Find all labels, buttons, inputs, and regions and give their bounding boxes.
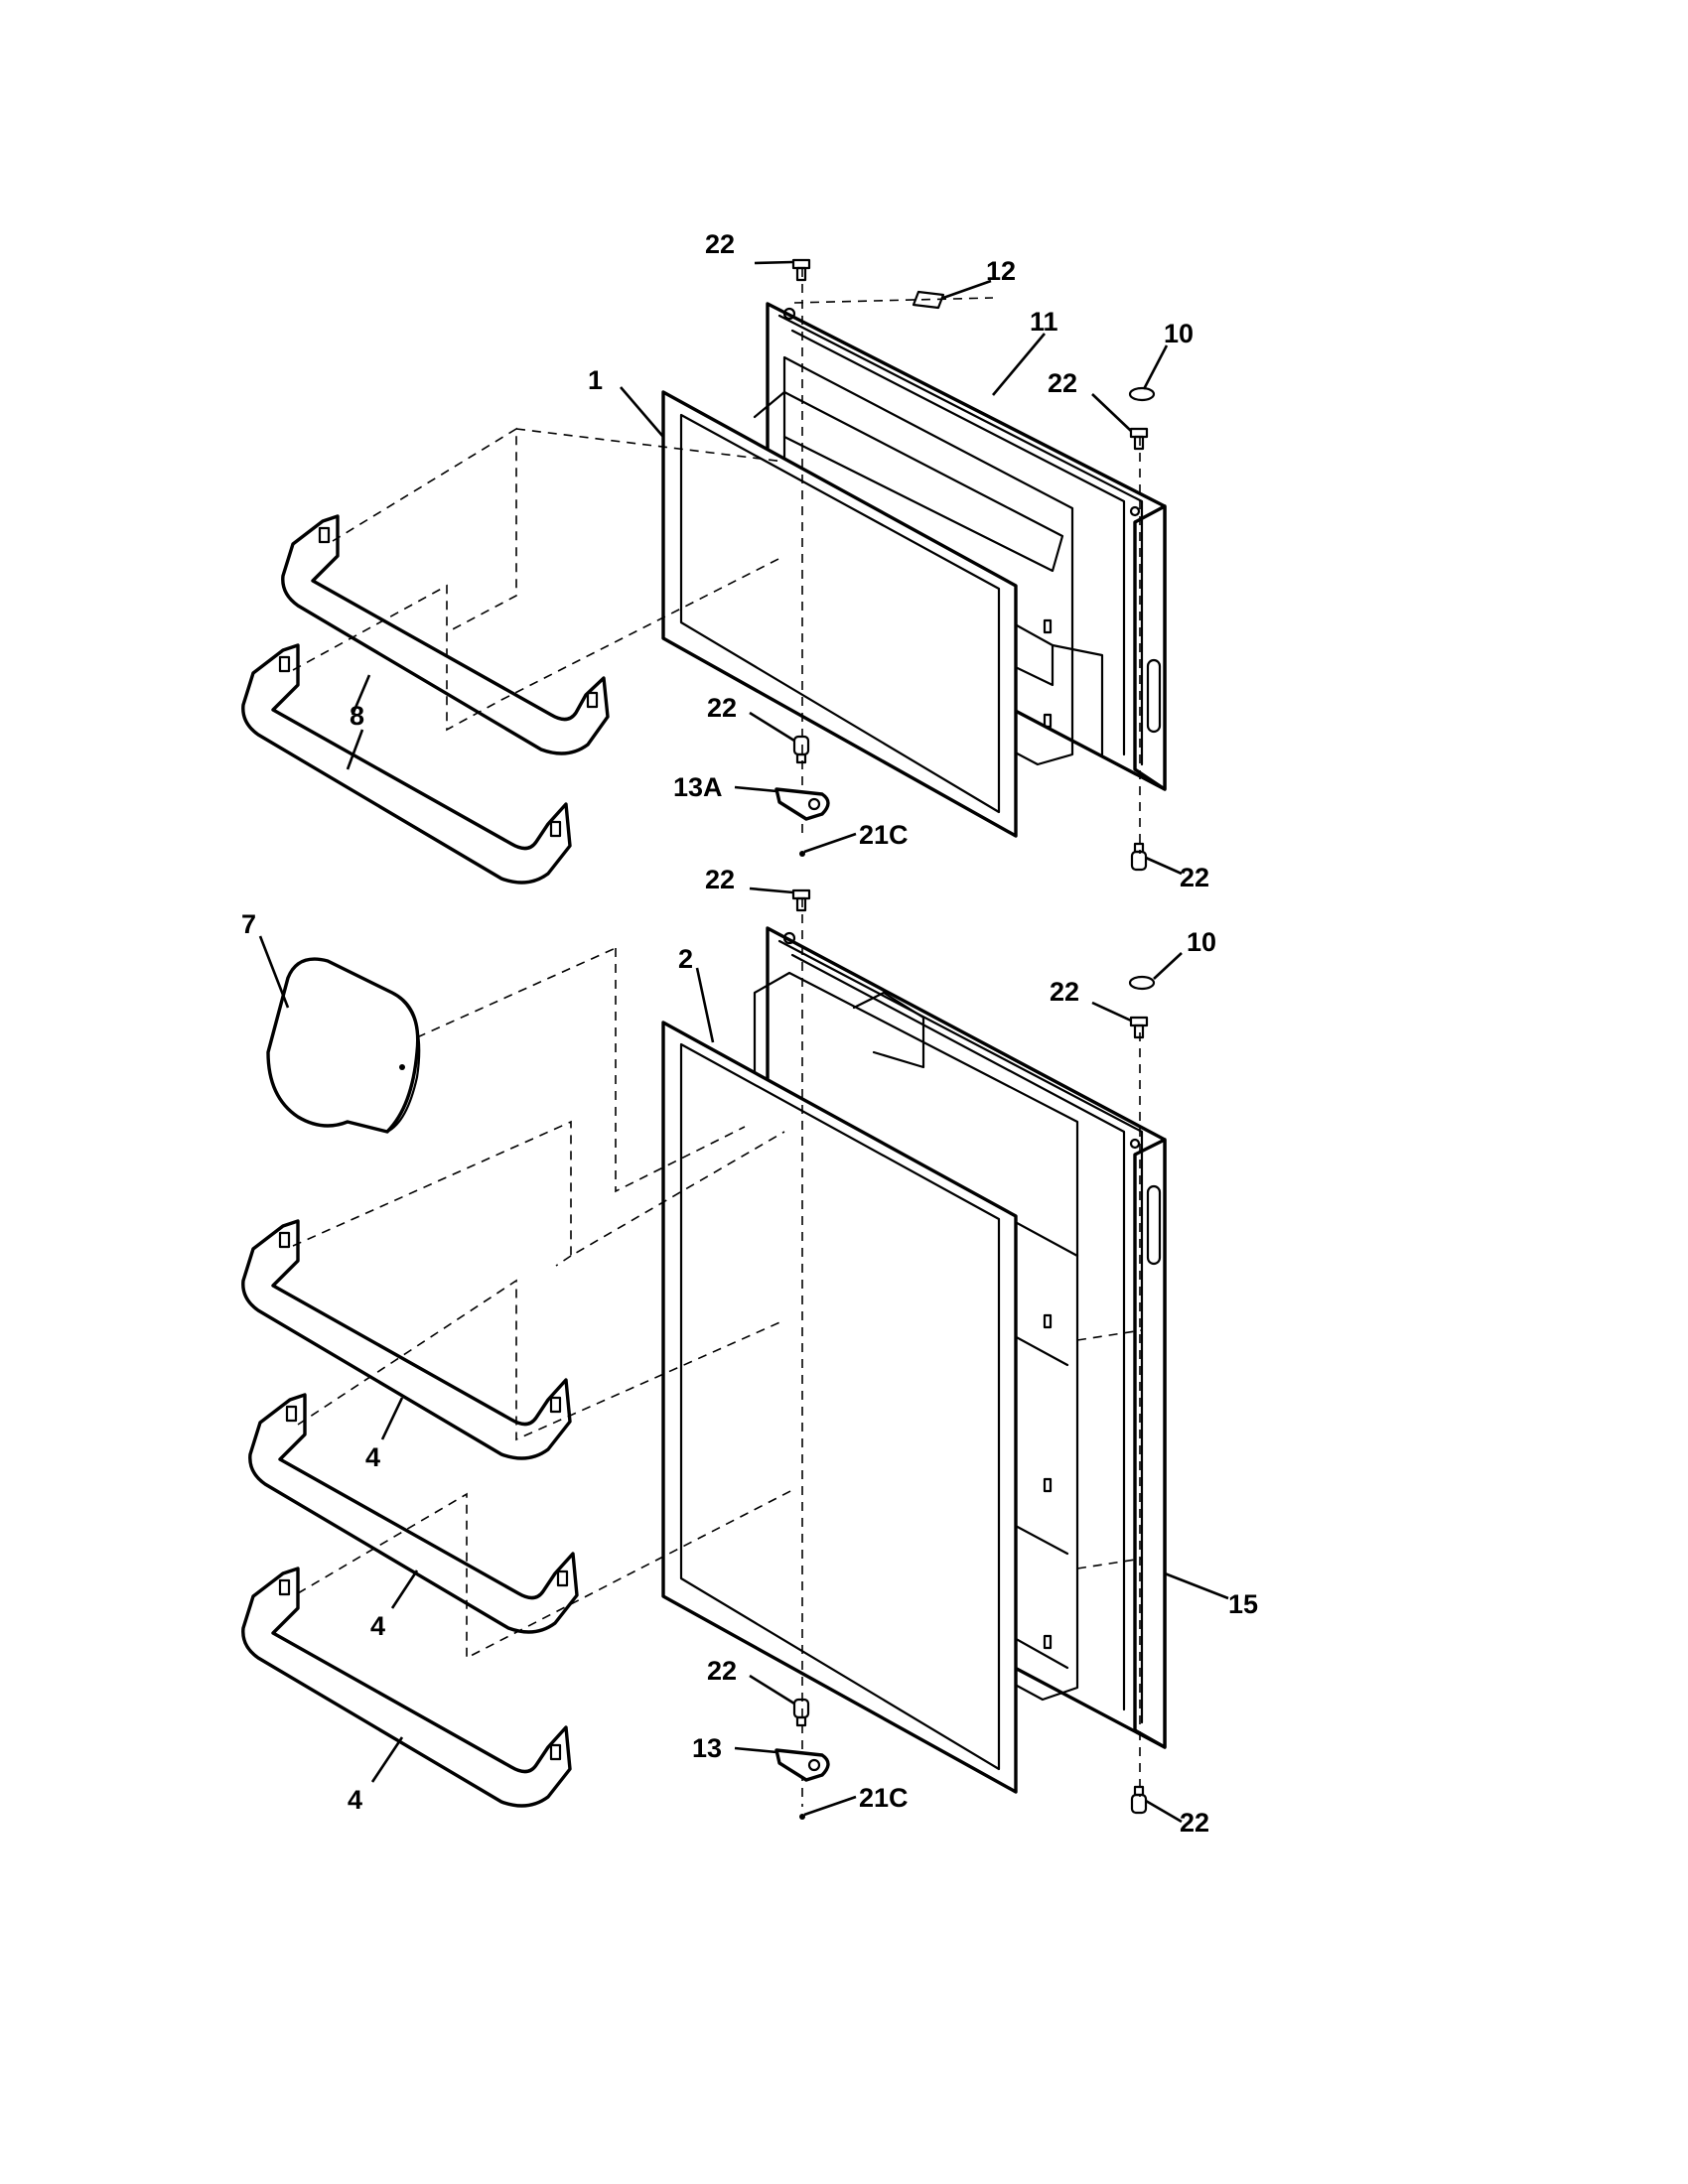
freezer-shelf-upper (281, 514, 610, 755)
callout-8: 8 (350, 701, 364, 731)
freezer-door-gasket (661, 390, 1018, 838)
fresh-food-door-assembly (241, 898, 1167, 1808)
door-shelf-3 (241, 1567, 572, 1808)
screw-22-fresh-top-left (791, 888, 811, 912)
callout-15: 15 (1228, 1589, 1258, 1619)
callout-22-freezer-hinge: 22 (707, 693, 737, 723)
screw-22-freezer-hinge (792, 735, 810, 764)
freezer-shelf-lower (241, 643, 572, 885)
callout-13: 13 (692, 1733, 722, 1763)
callout-22-freezer-bottom-right: 22 (1180, 863, 1209, 892)
callout-10-upper: 10 (1164, 319, 1194, 348)
callout-2: 2 (678, 944, 693, 974)
callout-11: 11 (1030, 307, 1058, 337)
callout-22-fresh-hinge: 22 (707, 1656, 737, 1686)
hinge-bracket-13 (774, 1748, 830, 1782)
callout-21c-lower: 21C (859, 1783, 909, 1813)
part-12-label-plate (912, 290, 945, 310)
plug-10-upper (1128, 386, 1156, 402)
screw-22-freezer-bottom-right (1130, 842, 1148, 872)
callout-4-lower: 4 (348, 1785, 362, 1815)
callout-22-top: 22 (705, 229, 735, 259)
freezer-door-assembly (241, 268, 1167, 885)
leader-lines (258, 260, 1229, 1824)
freezer-door-panel (753, 302, 1167, 791)
dairy-door-cover (266, 957, 421, 1134)
callout-labels: 1 2 8 7 10 10 11 12 22 22 22 22 22 22 22… (241, 229, 1258, 1838)
callout-12: 12 (986, 256, 1016, 286)
screw-22-fresh-hinge (792, 1698, 810, 1727)
screw-22-top-left (791, 258, 811, 282)
callout-4-middle: 4 (370, 1611, 385, 1641)
hinge-bracket-13a (774, 787, 830, 821)
callout-22-freezer-top-right: 22 (1048, 368, 1077, 398)
callout-7: 7 (241, 909, 256, 939)
plug-10-lower (1128, 975, 1156, 991)
door-shelf-1 (241, 1219, 572, 1460)
callout-22-fresh-top-left: 22 (705, 865, 735, 894)
callout-22-fresh-bottom-right: 22 (1180, 1808, 1209, 1838)
callout-22-fresh-top-right: 22 (1050, 977, 1079, 1007)
callout-13a: 13A (673, 772, 723, 802)
screw-22-fresh-top-right (1129, 1016, 1149, 1039)
callout-21c-upper: 21C (859, 820, 909, 850)
screw-21c-upper (799, 851, 805, 857)
door-shelf-2 (248, 1393, 579, 1634)
screw-22-top-right (1129, 427, 1149, 451)
hardware-screws (774, 258, 1156, 1820)
fresh-food-door-gasket (661, 1021, 1018, 1794)
callout-1: 1 (588, 365, 603, 395)
screw-22-fresh-bottom-right (1130, 1785, 1148, 1815)
screw-21c-lower (799, 1814, 805, 1820)
callout-10-lower: 10 (1187, 927, 1216, 957)
callout-4-upper: 4 (365, 1442, 380, 1472)
